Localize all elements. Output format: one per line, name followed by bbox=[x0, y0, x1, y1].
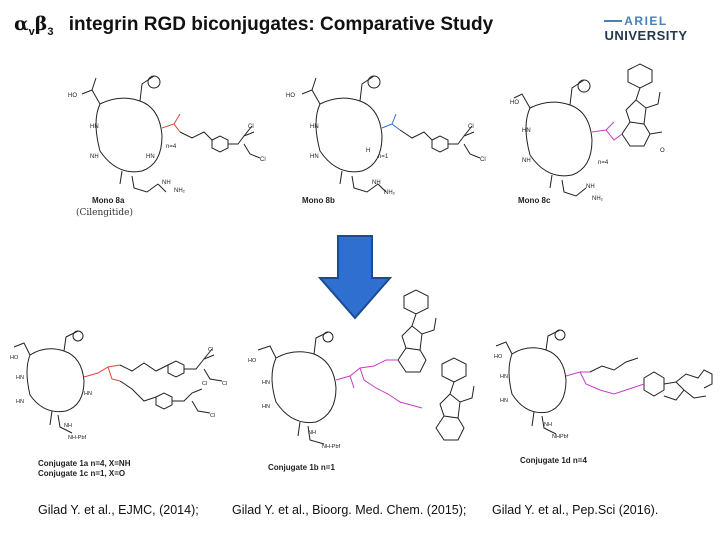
svg-text:NHPbf: NHPbf bbox=[552, 434, 569, 440]
reference-3: Gilad Y. et al., Pep.Sci (2016). bbox=[492, 503, 659, 517]
svg-text:Cl: Cl bbox=[248, 124, 254, 130]
svg-text:HN: HN bbox=[310, 154, 319, 160]
svg-text:NH₂: NH₂ bbox=[174, 188, 186, 194]
conjugate-1b-label: Conjugate 1b n=1 bbox=[268, 463, 335, 472]
conjugate-1b-structure: HO HN HN NH NH-Pbf bbox=[248, 289, 475, 450]
svg-text:Cl: Cl bbox=[210, 413, 215, 419]
svg-text:n=4: n=4 bbox=[598, 160, 609, 166]
mono-8c-label: Mono 8c bbox=[518, 196, 551, 205]
svg-text:HN: HN bbox=[262, 380, 270, 386]
svg-text:n=4: n=4 bbox=[166, 144, 177, 150]
svg-text:NH₂: NH₂ bbox=[592, 196, 604, 202]
svg-text:HO: HO bbox=[286, 93, 295, 99]
svg-text:H: H bbox=[366, 148, 370, 154]
svg-text:HN: HN bbox=[90, 124, 99, 130]
svg-text:HN: HN bbox=[84, 391, 92, 397]
svg-text:Cl: Cl bbox=[222, 381, 227, 387]
svg-text:Cl: Cl bbox=[202, 381, 207, 387]
svg-text:HO: HO bbox=[68, 93, 77, 99]
svg-text:Cl: Cl bbox=[480, 157, 486, 163]
svg-text:NH: NH bbox=[308, 430, 316, 436]
svg-text:HO: HO bbox=[494, 354, 503, 360]
cilengitide-label: (Cilengitide) bbox=[76, 208, 134, 218]
svg-text:n=1: n=1 bbox=[378, 154, 389, 160]
title-beta: β bbox=[34, 13, 48, 35]
svg-text:HN: HN bbox=[146, 154, 155, 160]
svg-text:HN: HN bbox=[500, 398, 508, 404]
conjugate-1a-label: Conjugate 1a n=4, X=NH bbox=[38, 459, 131, 468]
down-arrow-icon bbox=[318, 235, 392, 320]
svg-text:Cl: Cl bbox=[260, 157, 266, 163]
title-alpha: α bbox=[14, 13, 29, 35]
svg-text:O: O bbox=[660, 148, 665, 154]
svg-text:NH: NH bbox=[372, 180, 381, 186]
reference-2: Gilad Y. et al., Bioorg. Med. Chem. (201… bbox=[232, 503, 467, 517]
logo-line1: ARIEL bbox=[624, 14, 668, 28]
svg-text:HO: HO bbox=[510, 100, 519, 106]
reference-1: Gilad Y. et al., EJMC, (2014); bbox=[38, 503, 199, 517]
svg-text:HN: HN bbox=[262, 404, 270, 410]
title-sub-v: v bbox=[28, 25, 35, 38]
svg-text:Cl: Cl bbox=[468, 124, 474, 130]
svg-text:NH: NH bbox=[64, 423, 72, 429]
conjugate-1d-label: Conjugate 1d n=4 bbox=[520, 456, 587, 465]
svg-text:NH: NH bbox=[162, 180, 171, 186]
svg-text:HN: HN bbox=[16, 375, 24, 381]
slide-title: αvβ3 integrin RGD biconjugates: Comparat… bbox=[14, 13, 493, 38]
svg-text:HO: HO bbox=[248, 358, 257, 364]
ariel-university-logo: ARIEL UNIVERSITY bbox=[604, 14, 688, 46]
svg-text:NH: NH bbox=[586, 184, 595, 190]
svg-text:NH₂: NH₂ bbox=[384, 190, 396, 196]
svg-text:NH-Pbf: NH-Pbf bbox=[322, 444, 341, 450]
title-sub-3: 3 bbox=[47, 25, 54, 38]
svg-text:Cl: Cl bbox=[208, 347, 213, 353]
svg-text:HN: HN bbox=[16, 399, 24, 405]
svg-text:NH: NH bbox=[90, 154, 99, 160]
svg-text:NH: NH bbox=[544, 422, 552, 428]
svg-text:HN: HN bbox=[522, 128, 531, 134]
conjugate-1c-label: Conjugate 1c n=1, X=O bbox=[38, 469, 126, 478]
svg-text:HN: HN bbox=[310, 124, 319, 130]
svg-text:NH: NH bbox=[522, 158, 531, 164]
svg-text:HO: HO bbox=[10, 355, 19, 361]
svg-text:HN: HN bbox=[500, 374, 508, 380]
logo-accent-bar bbox=[604, 20, 622, 22]
mono-8a-label: Mono 8a bbox=[92, 196, 125, 205]
title-text: integrin RGD biconjugates: Comparative S… bbox=[68, 14, 494, 35]
mono-8b-label: Mono 8b bbox=[302, 196, 335, 205]
logo-line2: UNIVERSITY bbox=[604, 28, 688, 43]
svg-text:NH-Pbf: NH-Pbf bbox=[68, 435, 87, 441]
